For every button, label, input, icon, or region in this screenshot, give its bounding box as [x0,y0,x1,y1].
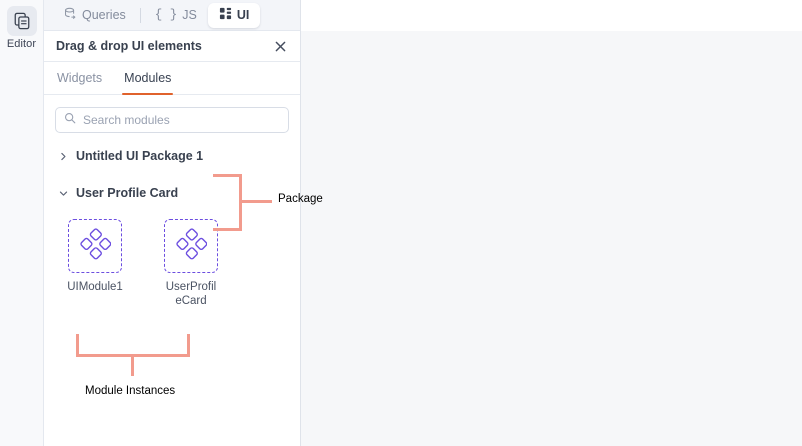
tab-queries[interactable]: Queries [52,3,137,28]
search-modules-field[interactable] [55,107,289,133]
chevron-down-icon[interactable] [58,188,69,199]
canvas-top-strip [301,0,802,31]
module-tile-userprofilecard[interactable]: UserProfileCard [154,219,228,308]
module-diamonds-icon [79,227,112,265]
database-queries-icon [63,7,77,24]
close-icon[interactable] [272,38,288,54]
tab-ui-label: UI [236,8,250,22]
module-tile-list: UIModule1 [55,219,289,308]
module-tile-box[interactable] [164,219,218,273]
module-tile-uimodule1[interactable]: UIModule1 [58,219,132,308]
module-tile-label: UIModule1 [67,281,123,293]
app-canvas[interactable] [301,0,802,446]
ui-grid-icon [219,7,232,23]
search-icon [64,111,76,129]
tab-js[interactable]: { } JS [144,3,208,28]
tree-item-untitled-ui-package-1[interactable]: Untitled UI Package 1 [55,145,289,167]
tree-item-label: Untitled UI Package 1 [76,149,204,163]
rail-item-editor[interactable]: Editor [2,6,42,50]
search-input[interactable] [83,113,280,127]
tab-modules-label: Modules [124,71,172,85]
panel-title: Drag & drop UI elements [56,39,202,53]
tab-ui[interactable]: UI [207,2,261,28]
rail-item-label: Editor [6,38,37,50]
tab-modules[interactable]: Modules [122,62,174,95]
tab-widgets-label: Widgets [57,71,103,85]
left-rail: Editor [0,0,44,446]
panel-header: Drag & drop UI elements [44,31,300,62]
tab-js-label: JS [182,8,197,22]
editor-tab-strip: Queries { } JS UI [44,0,300,31]
module-diamonds-icon [175,227,208,265]
module-tree: Untitled UI Package 1 User Profile Card [55,145,289,308]
tree-item-label: User Profile Card [76,186,179,200]
tab-queries-label: Queries [82,8,126,22]
tab-divider [139,7,141,23]
tree-item-user-profile-card[interactable]: User Profile Card [55,182,289,204]
js-braces-icon: { } [154,8,178,22]
chevron-right-icon[interactable] [58,151,69,162]
ui-panel: Queries { } JS UI [44,0,301,446]
module-tile-box[interactable] [68,219,122,273]
panel-subtabs: Widgets Modules [44,62,300,95]
module-tile-label: UserProfileCard [165,281,217,307]
panel-body: Untitled UI Package 1 User Profile Card [44,95,300,446]
editor-pages-icon [6,6,37,36]
tab-widgets[interactable]: Widgets [55,62,104,94]
